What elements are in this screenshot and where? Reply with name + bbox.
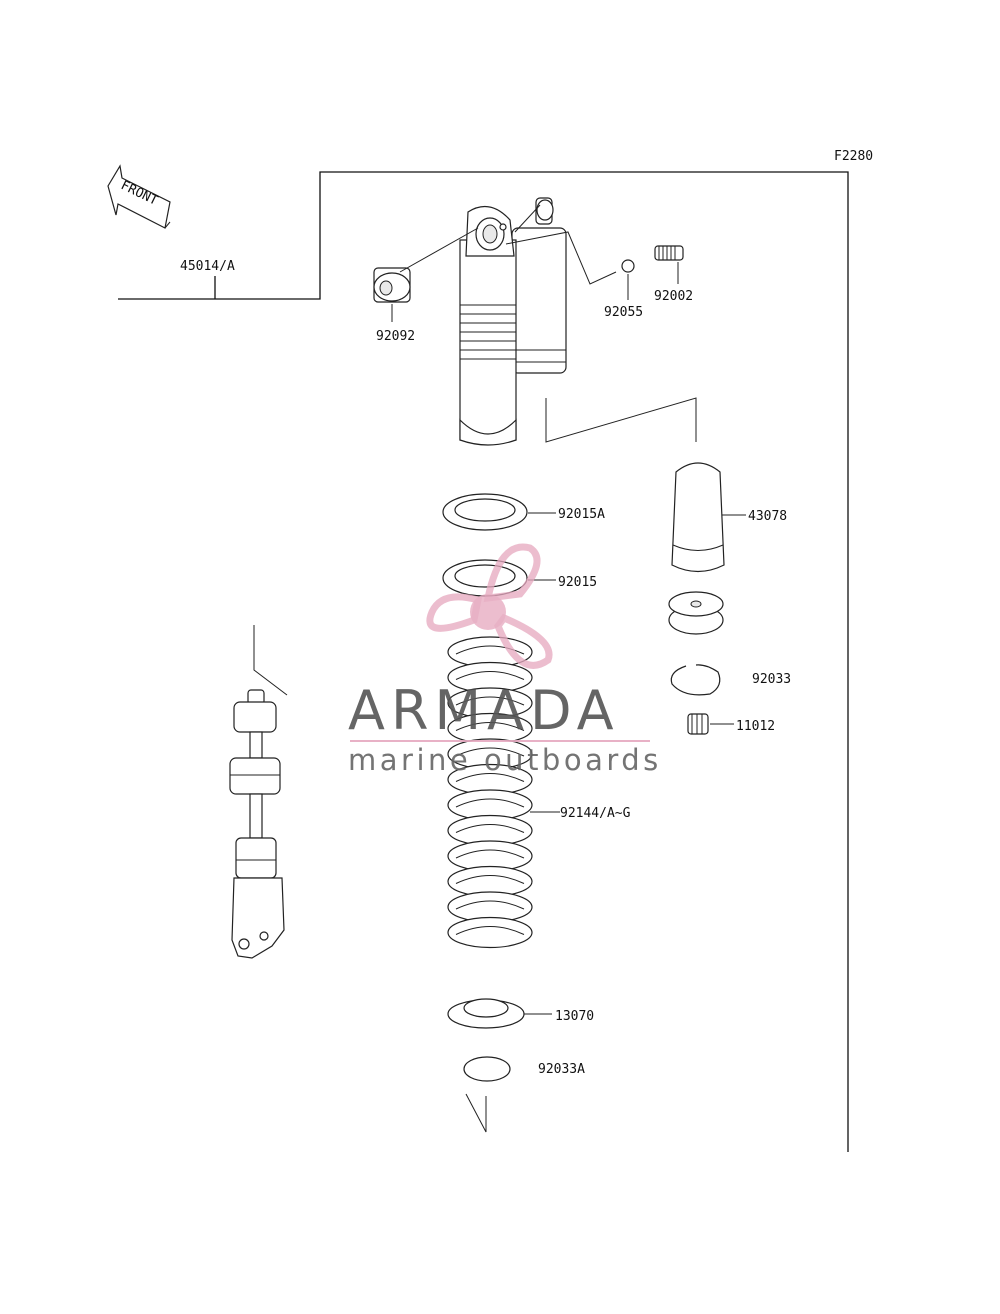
label-92033: 92033 xyxy=(752,672,791,687)
assembly-frame xyxy=(118,171,849,1152)
valve-part xyxy=(687,713,709,735)
spring-coil-inner xyxy=(455,645,525,655)
label-92055: 92055 xyxy=(604,305,643,320)
spring-seat-part xyxy=(447,998,525,1029)
leader-oring-to-body xyxy=(505,231,617,285)
label-11012: 11012 xyxy=(736,719,775,734)
label-13070: 13070 xyxy=(555,1009,594,1024)
spring-coil-inner xyxy=(455,875,525,884)
reservoir-group-bracket xyxy=(545,397,697,443)
spring-coil-inner xyxy=(455,900,525,910)
label-43078: 43078 xyxy=(748,509,787,524)
spring-coil-inner xyxy=(455,747,525,757)
label-92015: 92015 xyxy=(558,575,597,590)
fitting-part xyxy=(654,245,684,261)
spring-coil-inner xyxy=(455,926,525,935)
label-92002: 92002 xyxy=(654,289,693,304)
armada-watermark: ARMADA marine outboards xyxy=(348,543,662,777)
circlip-lower-part xyxy=(463,1056,511,1082)
spring-coil-inner xyxy=(455,696,525,706)
bushing-part xyxy=(373,267,411,303)
spring-coil-inner xyxy=(455,798,525,808)
spring-coil-inner xyxy=(455,773,525,782)
spring-coil-inner xyxy=(455,722,525,731)
nut-92015-part xyxy=(442,559,528,597)
figure-code: F2280 xyxy=(834,149,873,164)
propeller-logo-icon xyxy=(426,543,553,669)
damper-group-bracket xyxy=(253,625,288,696)
lower-group-bracket xyxy=(465,1093,487,1133)
spring-coil-inner xyxy=(455,671,525,680)
nut-92015a-part xyxy=(442,493,528,531)
spring-coil xyxy=(447,916,533,949)
label-92144: 92144/A~G xyxy=(560,806,631,821)
watermark-brand: ARMADA xyxy=(348,679,620,742)
coil-spring-part xyxy=(447,636,533,949)
leader-bushing-to-body xyxy=(399,227,479,273)
spring-coil-inner xyxy=(455,824,525,833)
shock-body xyxy=(459,197,567,446)
reservoir-seal-part xyxy=(668,591,724,635)
label-92033a: 92033A xyxy=(538,1062,585,1077)
watermark-tagline: marine outboards xyxy=(348,743,662,777)
circlip-part xyxy=(670,664,721,696)
label-45014: 45014/A xyxy=(180,259,235,274)
label-92092: 92092 xyxy=(376,329,415,344)
label-92015a: 92015A xyxy=(558,507,605,522)
damper-rod-part xyxy=(229,689,285,959)
cap-part xyxy=(671,462,725,573)
front-arrow-icon: FRONT xyxy=(107,164,171,229)
spring-coil-inner xyxy=(455,849,525,859)
o-ring-part xyxy=(621,259,635,273)
